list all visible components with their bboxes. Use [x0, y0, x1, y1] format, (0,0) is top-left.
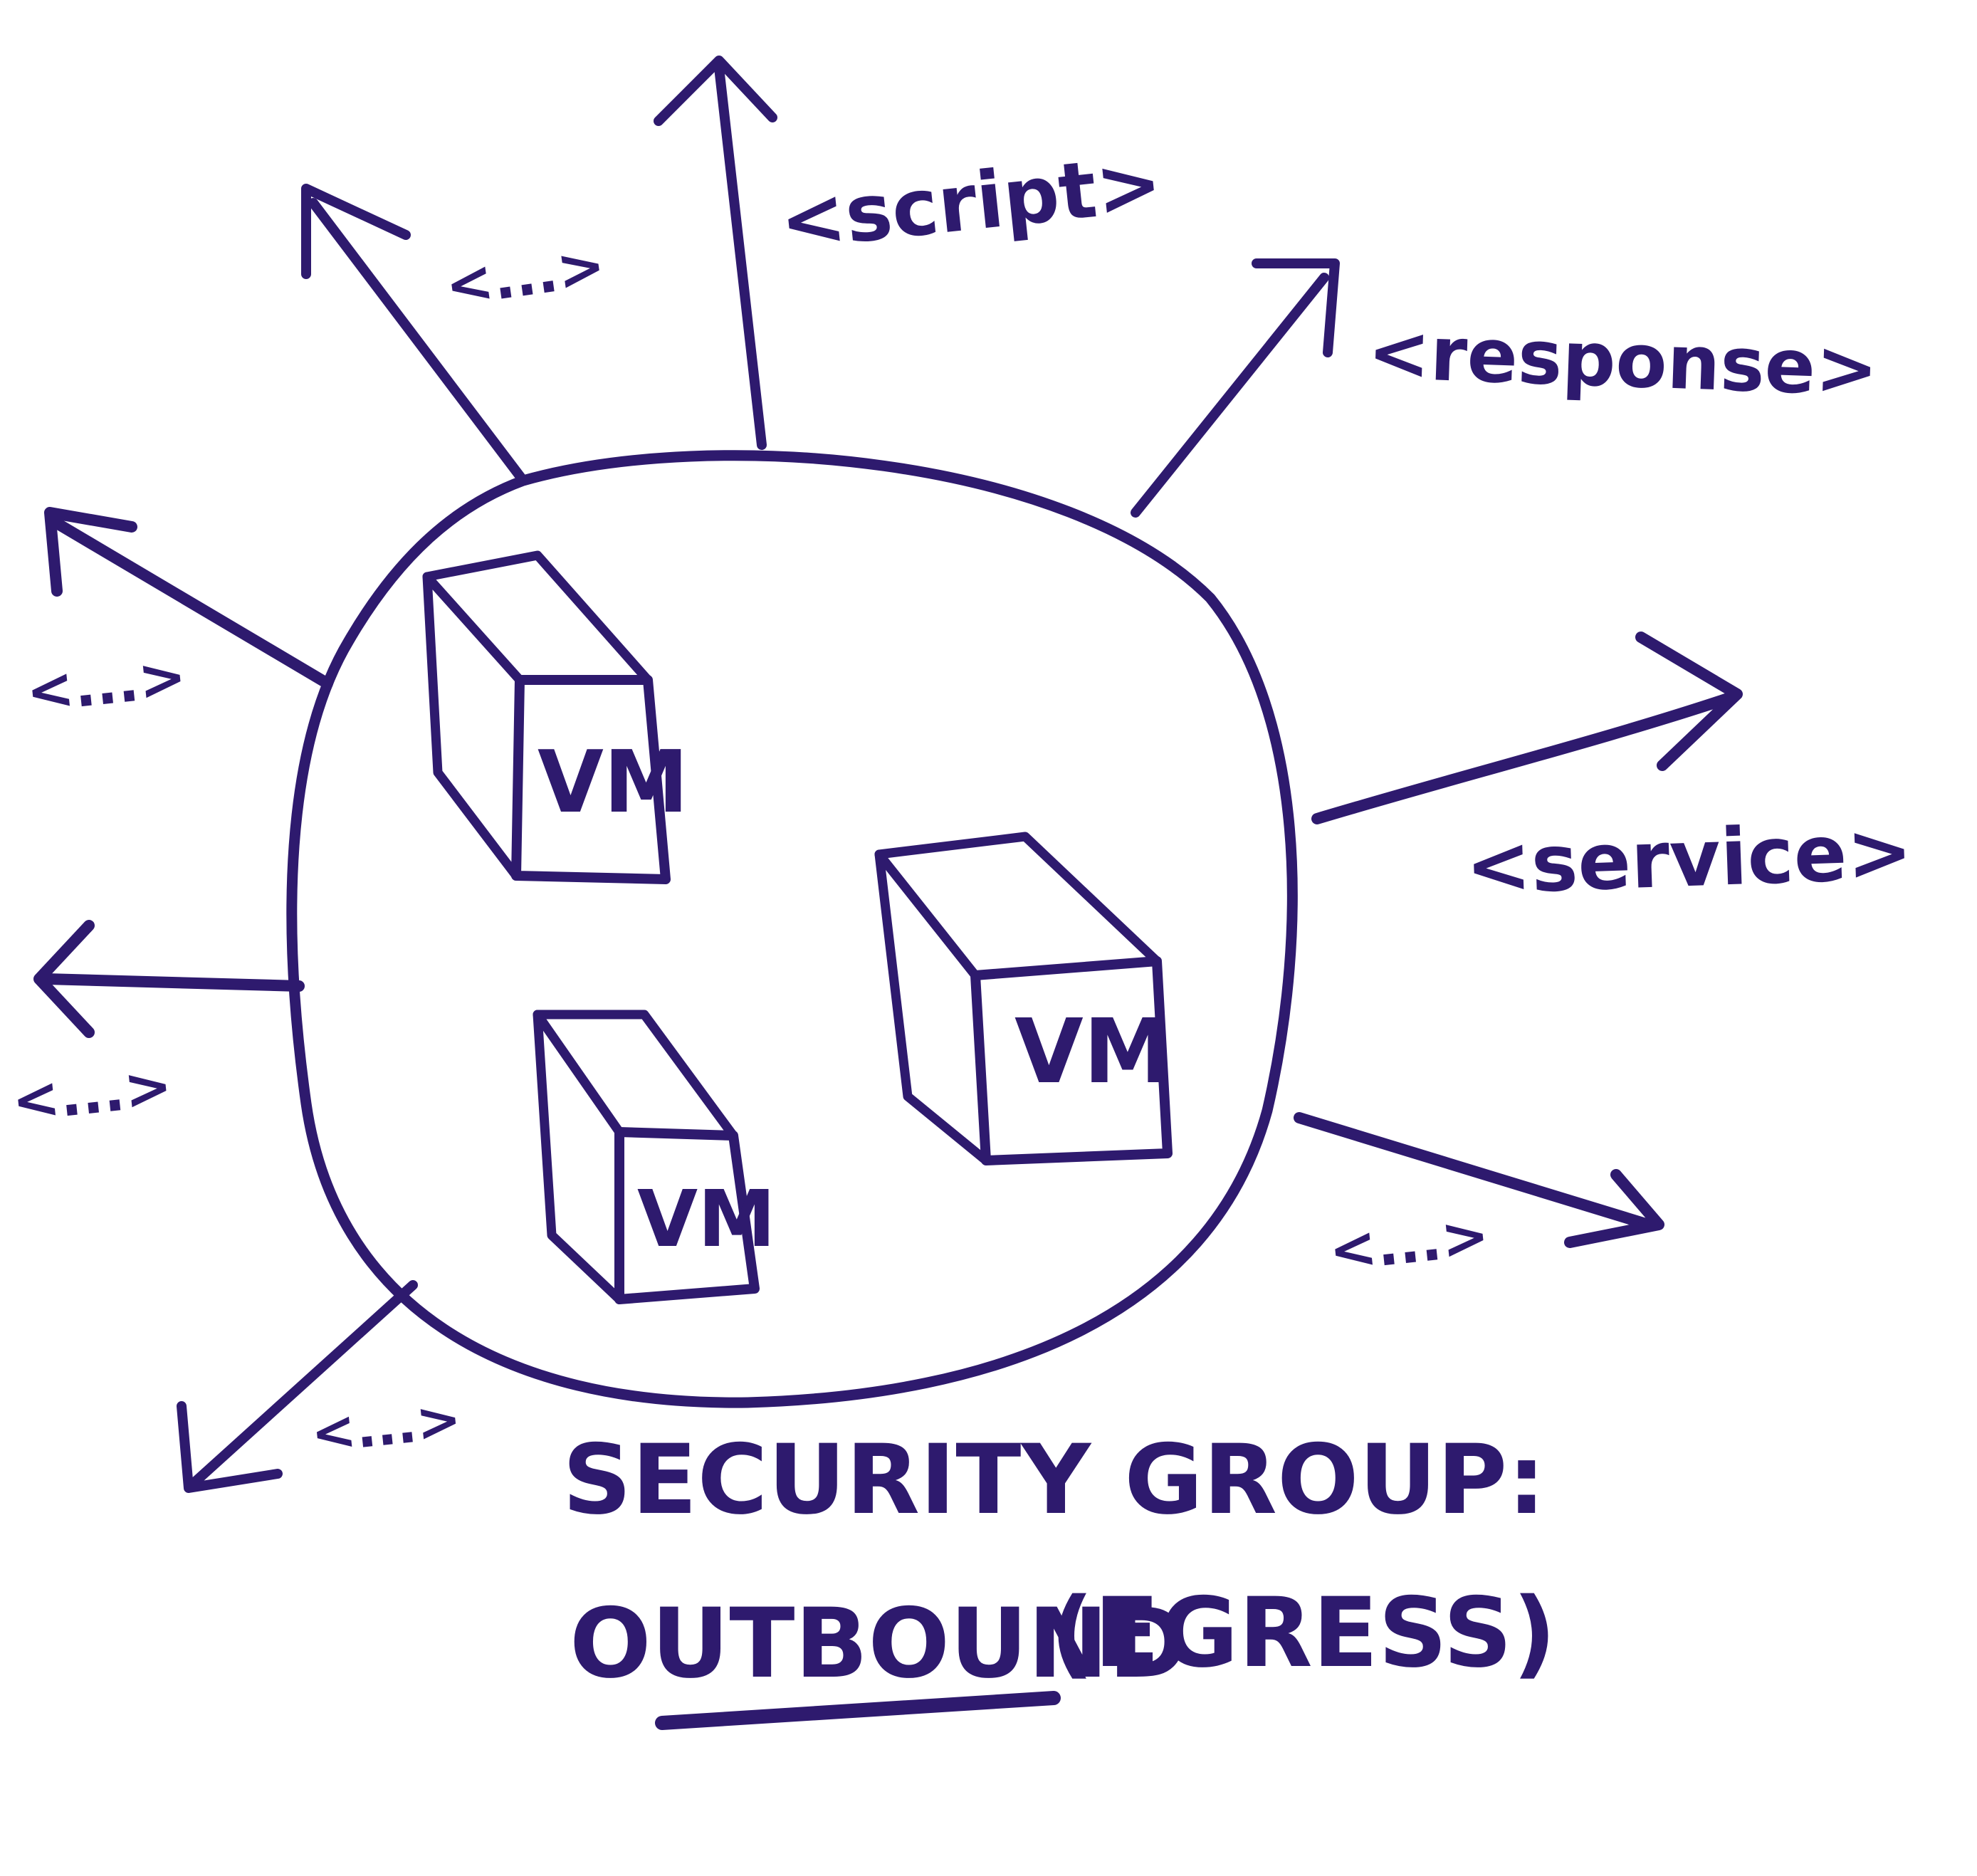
arrow-label-response: <response> [1366, 308, 1879, 413]
arrow-label-right-lower: <...> [1326, 1202, 1492, 1284]
vm-label-top: VM [537, 733, 688, 832]
outbound-underline [655, 1691, 1061, 1730]
arrow-label-left-middle: <...> [9, 1052, 175, 1135]
group-label-outbound: OUTBOUND [570, 1588, 1188, 1699]
arrow-script [654, 56, 777, 450]
arrow-left-middle [33, 920, 305, 1038]
arrow-response [1131, 258, 1340, 518]
vm-label-right: VM [1014, 1000, 1172, 1104]
vm-box-top: VM [422, 550, 688, 884]
arrow-label-bottom-left: <...> [308, 1387, 464, 1465]
arrow-top-left [301, 184, 528, 486]
arrow-bottom-left [177, 1280, 418, 1493]
arrow-left-upper [44, 507, 333, 689]
vm-box-bottom: VM [533, 1010, 776, 1304]
group-label-line1: SECURITY GROUP: [562, 1424, 1546, 1536]
security-group-circle [286, 450, 1298, 1408]
arrow-service [1311, 632, 1743, 824]
vm-label-bottom: VM [637, 1173, 776, 1264]
arrow-label-service: <service> [1464, 805, 1914, 912]
arrow-label-script: <script> [775, 137, 1166, 268]
arrow-right-lower [1294, 1112, 1664, 1248]
vm-box-right: VM [874, 832, 1173, 1165]
arrow-label-left-upper: <...> [23, 643, 189, 725]
arrow-label-top-left: <...> [441, 231, 609, 319]
group-label-egress: (EGRESS) [1050, 1577, 1556, 1689]
